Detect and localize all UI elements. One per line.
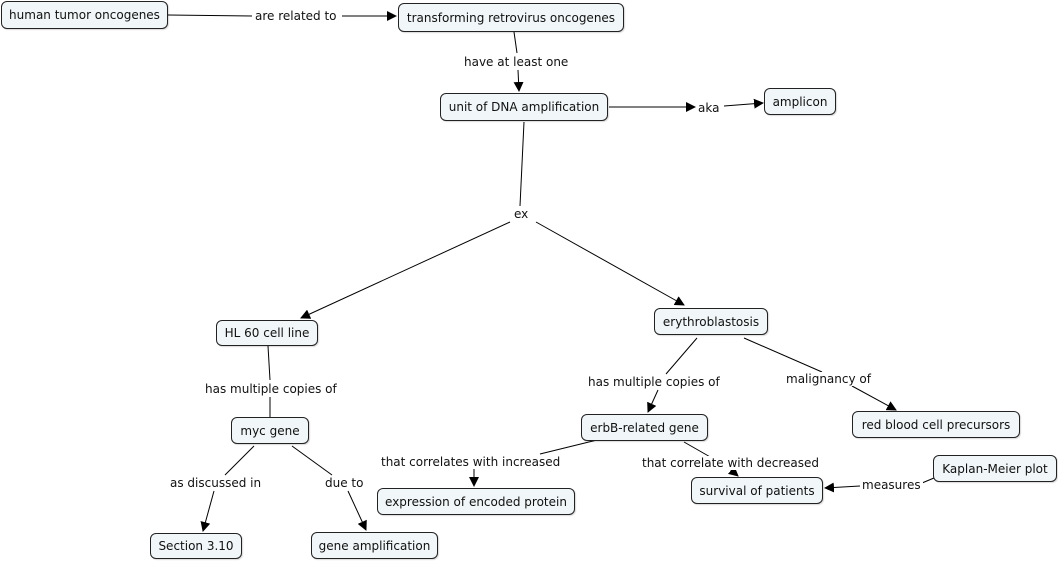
concept-myc-gene[interactable]: myc gene — [231, 417, 309, 444]
connector-arrow — [723, 98, 764, 109]
link-malignancy-of: malignancy of — [784, 372, 873, 386]
concept-unit-of-dna-amplification[interactable]: unit of DNA amplification — [440, 93, 608, 121]
connector-line — [291, 445, 333, 476]
link-are-related-to: are related to — [253, 9, 339, 23]
connector-arrow — [824, 482, 861, 493]
link-that-correlate-with-decreased: that correlate with decreased — [640, 456, 822, 470]
connector-line — [539, 439, 598, 455]
concept-survival-of-patients[interactable]: survival of patients — [691, 477, 823, 504]
connector-arrow — [535, 221, 685, 306]
connector-arrow — [851, 385, 897, 411]
connector-line — [683, 441, 713, 459]
link-due-to: due to — [323, 476, 366, 490]
connector-line — [519, 121, 525, 207]
concept-kaplan-meier-plot[interactable]: Kaplan-Meier plot — [933, 455, 1057, 482]
connector-line — [267, 345, 271, 381]
link-has-multiple-copies-of: has multiple copies of — [586, 375, 722, 389]
connector-arrow — [347, 490, 367, 531]
connector-arrow — [200, 490, 215, 532]
link-aka: aka — [696, 101, 722, 115]
concept-human-tumor-oncogenes[interactable]: human tumor oncogenes — [1, 1, 168, 29]
concept-hl60-cell-line[interactable]: HL 60 cell line — [216, 320, 318, 346]
concept-section-3-10[interactable]: Section 3.10 — [150, 533, 242, 559]
concept-expression-of-encoded-protein[interactable]: expression of encoded protein — [377, 488, 575, 515]
link-have-at-least-one: have at least one — [462, 55, 571, 69]
link-that-correlates-with-increased: that correlates with increased — [379, 455, 563, 469]
connector-arrow — [727, 466, 739, 477]
concept-red-blood-cell-precursors[interactable]: red blood cell precursors — [852, 411, 1020, 438]
connector-line — [513, 31, 518, 54]
connector-line — [665, 337, 698, 375]
connector-arrow — [513, 69, 524, 92]
connector-line — [921, 477, 935, 484]
connector-line — [167, 14, 253, 17]
connector-arrow — [300, 221, 511, 319]
connector-line — [224, 445, 255, 476]
connector-arrow — [647, 389, 659, 413]
connector-line — [743, 337, 823, 373]
link-ex: ex — [512, 207, 531, 221]
link-as-discussed-in: as discussed in — [168, 476, 264, 490]
concept-amplicon[interactable]: amplicon — [764, 88, 836, 115]
link-has-multiple-copies-of: has multiple copies of — [203, 382, 339, 396]
concept-transforming-retrovirus-oncogenes[interactable]: transforming retrovirus oncogenes — [398, 3, 624, 32]
concept-gene-amplification[interactable]: gene amplification — [311, 532, 438, 559]
link-measures: measures — [860, 478, 923, 492]
concept-erythroblastosis[interactable]: erythroblastosis — [654, 308, 768, 335]
concept-erbb-related-gene[interactable]: erbB-related gene — [581, 414, 708, 441]
